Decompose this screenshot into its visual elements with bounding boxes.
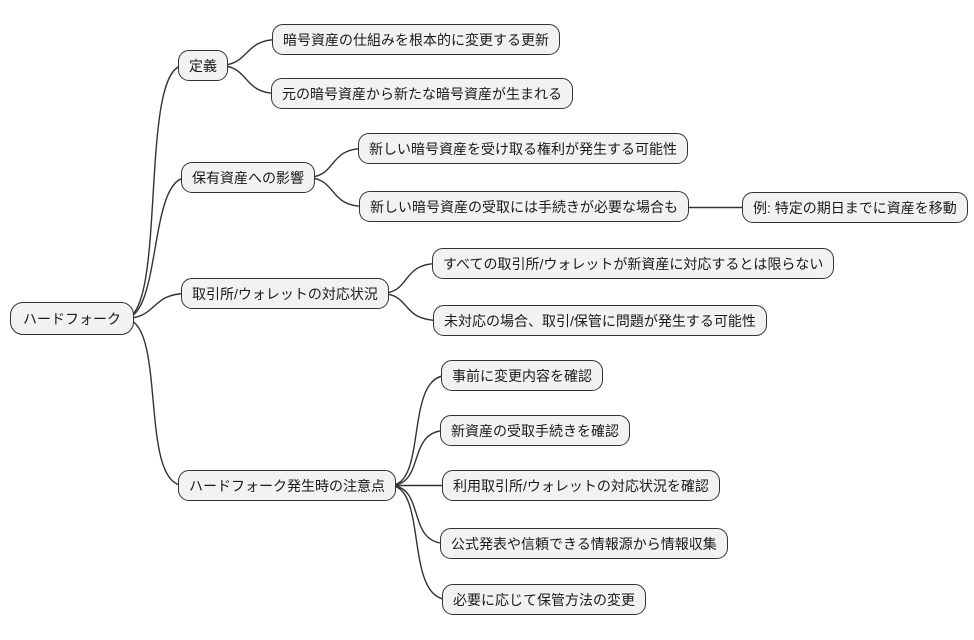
node-check-support-status: 利用取引所/ウォレットの対応状況を確認	[442, 470, 720, 501]
edge-root-holdings	[123, 176, 188, 320]
node-change-storage: 必要に応じて保管方法の変更	[442, 584, 646, 615]
node-def-new-asset: 元の暗号資産から新たな暗号資産が生まれる	[271, 78, 573, 109]
edge-precautions-gather-info	[389, 484, 447, 545]
node-gather-info: 公式発表や信頼できる情報源から情報収集	[440, 528, 728, 559]
node-receipt-procedure: 新しい暗号資産の受取には手続きが必要な場合も	[359, 191, 689, 222]
node-precautions: ハードフォーク発生時の注意点	[178, 470, 396, 501]
edge-precautions-check-receipt	[389, 429, 447, 487]
node-definition: 定義	[178, 50, 228, 81]
edge-root-precautions	[123, 317, 185, 487]
edge-precautions-check-changes	[389, 374, 448, 487]
node-check-receipt: 新資産の受取手続きを確認	[440, 415, 630, 446]
node-exchange-wallet-support: 取引所/ウォレットの対応状況	[181, 278, 389, 309]
edge-precautions-change-storage	[389, 484, 449, 601]
node-def-update: 暗号資産の仕組みを根本的に変更する更新	[272, 24, 560, 55]
node-root: ハードフォーク	[10, 302, 134, 335]
node-holdings-impact: 保有資産への影響	[181, 162, 315, 193]
node-right-to-receive: 新しい暗号資産を受け取る権利が発生する可能性	[358, 133, 688, 164]
edge-root-definition	[123, 64, 185, 320]
node-not-all-support: すべての取引所/ウォレットが新資産に対応するとは限らない	[432, 248, 835, 279]
node-unsupported-issues: 未対応の場合、取引/保管に問題が発生する可能性	[433, 305, 767, 336]
node-check-changes: 事前に変更内容を確認	[441, 360, 603, 391]
node-example-deadline: 例: 特定の期日までに資産を移動	[742, 192, 968, 223]
